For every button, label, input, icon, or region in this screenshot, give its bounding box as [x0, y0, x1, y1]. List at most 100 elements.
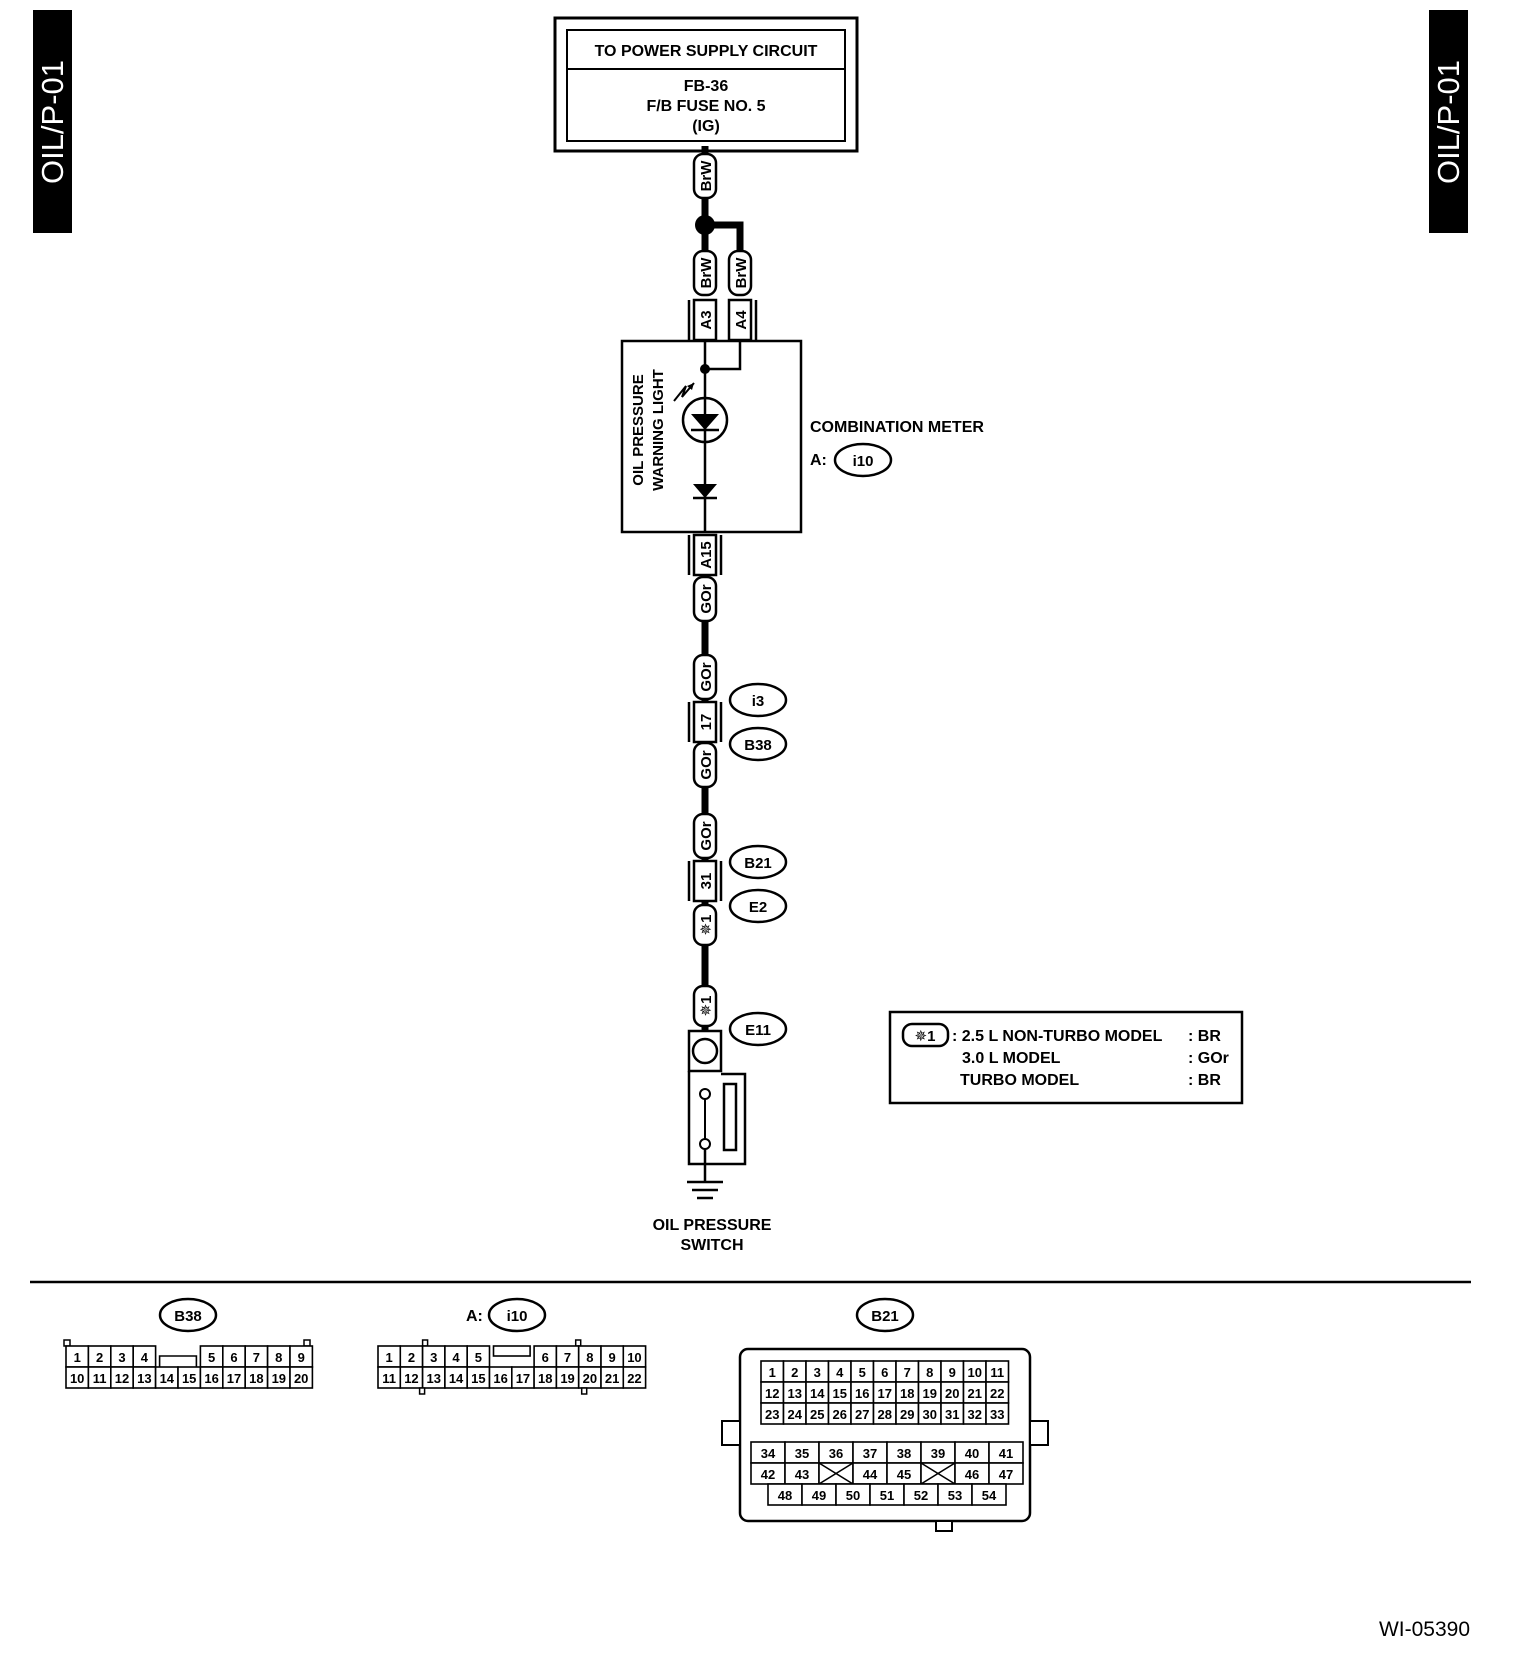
connector-pin-number: 10: [968, 1365, 982, 1380]
power-supply-title: TO POWER SUPPLY CIRCUIT: [595, 43, 818, 60]
connector-b21-e2-pin: 31: [687, 859, 723, 903]
connector-pin-number: 17: [516, 1371, 530, 1386]
connector-pin-cell: 7: [895, 1360, 920, 1383]
connector-pin-cell: 19: [266, 1366, 291, 1389]
connector-pin-cell: 11: [87, 1366, 112, 1389]
connector-pin-number: 1: [386, 1350, 393, 1365]
oil-pressure-switch: [687, 1029, 747, 1182]
connector-pin-cell: 5: [199, 1345, 224, 1368]
connector-pin-number: 44: [863, 1467, 878, 1482]
connector-pin-number: 34: [761, 1446, 776, 1461]
connector-pin-cell: 42: [750, 1462, 786, 1485]
connector-pin-number: 2: [408, 1350, 415, 1365]
connector-pin-number: 8: [926, 1365, 933, 1380]
connector-pin-cell: 13: [782, 1381, 807, 1404]
connector-pin-cell: 11: [985, 1360, 1010, 1383]
terminal-a3: A3: [698, 310, 715, 329]
connector-pin-number: 21: [968, 1386, 982, 1401]
power-supply-fuse-id: FB-36: [684, 78, 729, 95]
connector-pin-cell: 25: [805, 1402, 830, 1425]
ground-icon: [687, 1180, 723, 1200]
connector-pin-number: 47: [999, 1467, 1013, 1482]
legend-row2-color: : GOr: [1188, 1050, 1229, 1067]
connector-pin-cell: 6: [222, 1345, 247, 1368]
connector-pin-number: 6: [542, 1350, 549, 1365]
connector-pin-number: 22: [990, 1386, 1004, 1401]
connector-pin-cell: 40: [954, 1441, 990, 1464]
connector-pin-number: 45: [897, 1467, 911, 1482]
connector-pin-number: 13: [788, 1386, 802, 1401]
diode-icon: [693, 484, 717, 498]
connector-pin-cell: 13: [132, 1366, 157, 1389]
connector-pin-cell: 10: [65, 1366, 90, 1389]
connector-pin-cell: 7: [244, 1345, 269, 1368]
connector-pin-number: 7: [904, 1365, 911, 1380]
connector-pin-cell: 53: [937, 1483, 973, 1506]
connector-pin-cell: 48: [767, 1483, 803, 1506]
connector-pin-number: 33: [990, 1407, 1004, 1422]
connector-pin-cell: 2: [87, 1345, 112, 1368]
connector-pin-number: 19: [923, 1386, 937, 1401]
connector-pin-cell: 24: [782, 1402, 807, 1425]
connector-pin-cell: 22: [622, 1366, 647, 1389]
connector-pin-cell: 4: [827, 1360, 852, 1383]
wire-label-b21-in: GOr: [692, 812, 718, 860]
connector-pin-cell: 16: [850, 1381, 875, 1404]
connector-pin-cell: 15: [827, 1381, 852, 1404]
pin-31: 31: [698, 873, 715, 890]
connector-pin-cell: 9: [940, 1360, 965, 1383]
connector-pin-cell: 20: [577, 1366, 602, 1389]
figure-id: WI-05390: [1378, 1618, 1470, 1641]
connector-pin-number: 3: [430, 1350, 437, 1365]
connector-pin-cell: 2: [782, 1360, 807, 1383]
connector-pin-cell: 14: [444, 1366, 468, 1389]
legend-mark: ✵1: [915, 1028, 936, 1045]
connector-pin-cell: 1: [377, 1345, 402, 1368]
connector-pin-cell: 46: [954, 1462, 990, 1485]
connector-pin-cell: 16: [488, 1366, 513, 1389]
connector-tag-e11: E11: [728, 1011, 788, 1047]
connector-tag-i3: i3: [728, 682, 788, 718]
connector-pin-number: 7: [564, 1350, 571, 1365]
splice-point: [695, 215, 715, 235]
connector-pin-cell: 36: [818, 1441, 854, 1464]
wire-label-b38-out: GOr: [692, 741, 718, 789]
connector-pin-number: 1: [74, 1350, 81, 1365]
connector-pin-cell: 32: [962, 1402, 987, 1425]
connector-pin-cell: 17: [222, 1366, 247, 1389]
pin-17: 17: [698, 714, 715, 731]
connector-pin-cell: 31: [940, 1402, 965, 1425]
connector-pin-number: 12: [765, 1386, 779, 1401]
connector-pin-number: 4: [452, 1350, 460, 1365]
connector-pin-number: 16: [855, 1386, 869, 1401]
connector-pin-number: 30: [923, 1407, 937, 1422]
connector-pin-cell: 2: [399, 1345, 424, 1368]
connector-pin-number: 7: [253, 1350, 260, 1365]
connector-pin-number: 11: [990, 1365, 1004, 1380]
svg-text:i3: i3: [752, 693, 765, 710]
connector-pin-cell: 35: [784, 1441, 820, 1464]
connector-pin-cell: 3: [805, 1360, 830, 1383]
connector-pin-number: 6: [881, 1365, 888, 1380]
connector-pin-cell: 10: [962, 1360, 987, 1383]
svg-text:BrW: BrW: [733, 257, 750, 289]
connector-pin-cell: 27: [850, 1402, 875, 1425]
connector-pin-number: 31: [945, 1407, 959, 1422]
connector-pin-number: 42: [761, 1467, 775, 1482]
connector-tag-e2: E2: [728, 888, 788, 924]
oil-switch-label-line1: OIL PRESSURE: [653, 1217, 772, 1234]
connector-pin-number: 4: [836, 1365, 844, 1380]
legend-row3-model: TURBO MODEL: [960, 1072, 1079, 1089]
svg-text:BrW: BrW: [698, 257, 715, 289]
connector-pin-number: 51: [880, 1488, 894, 1503]
connector-pin-cell: 21: [962, 1381, 987, 1404]
connector-pin-number: 11: [93, 1371, 107, 1386]
wire-label-top: BrW: [692, 152, 718, 200]
connector-pin-number: 49: [812, 1488, 826, 1503]
connector-pin-cell: 18: [533, 1366, 558, 1389]
connector-pin-cell: 43: [784, 1462, 820, 1485]
svg-text:i10: i10: [853, 453, 874, 470]
